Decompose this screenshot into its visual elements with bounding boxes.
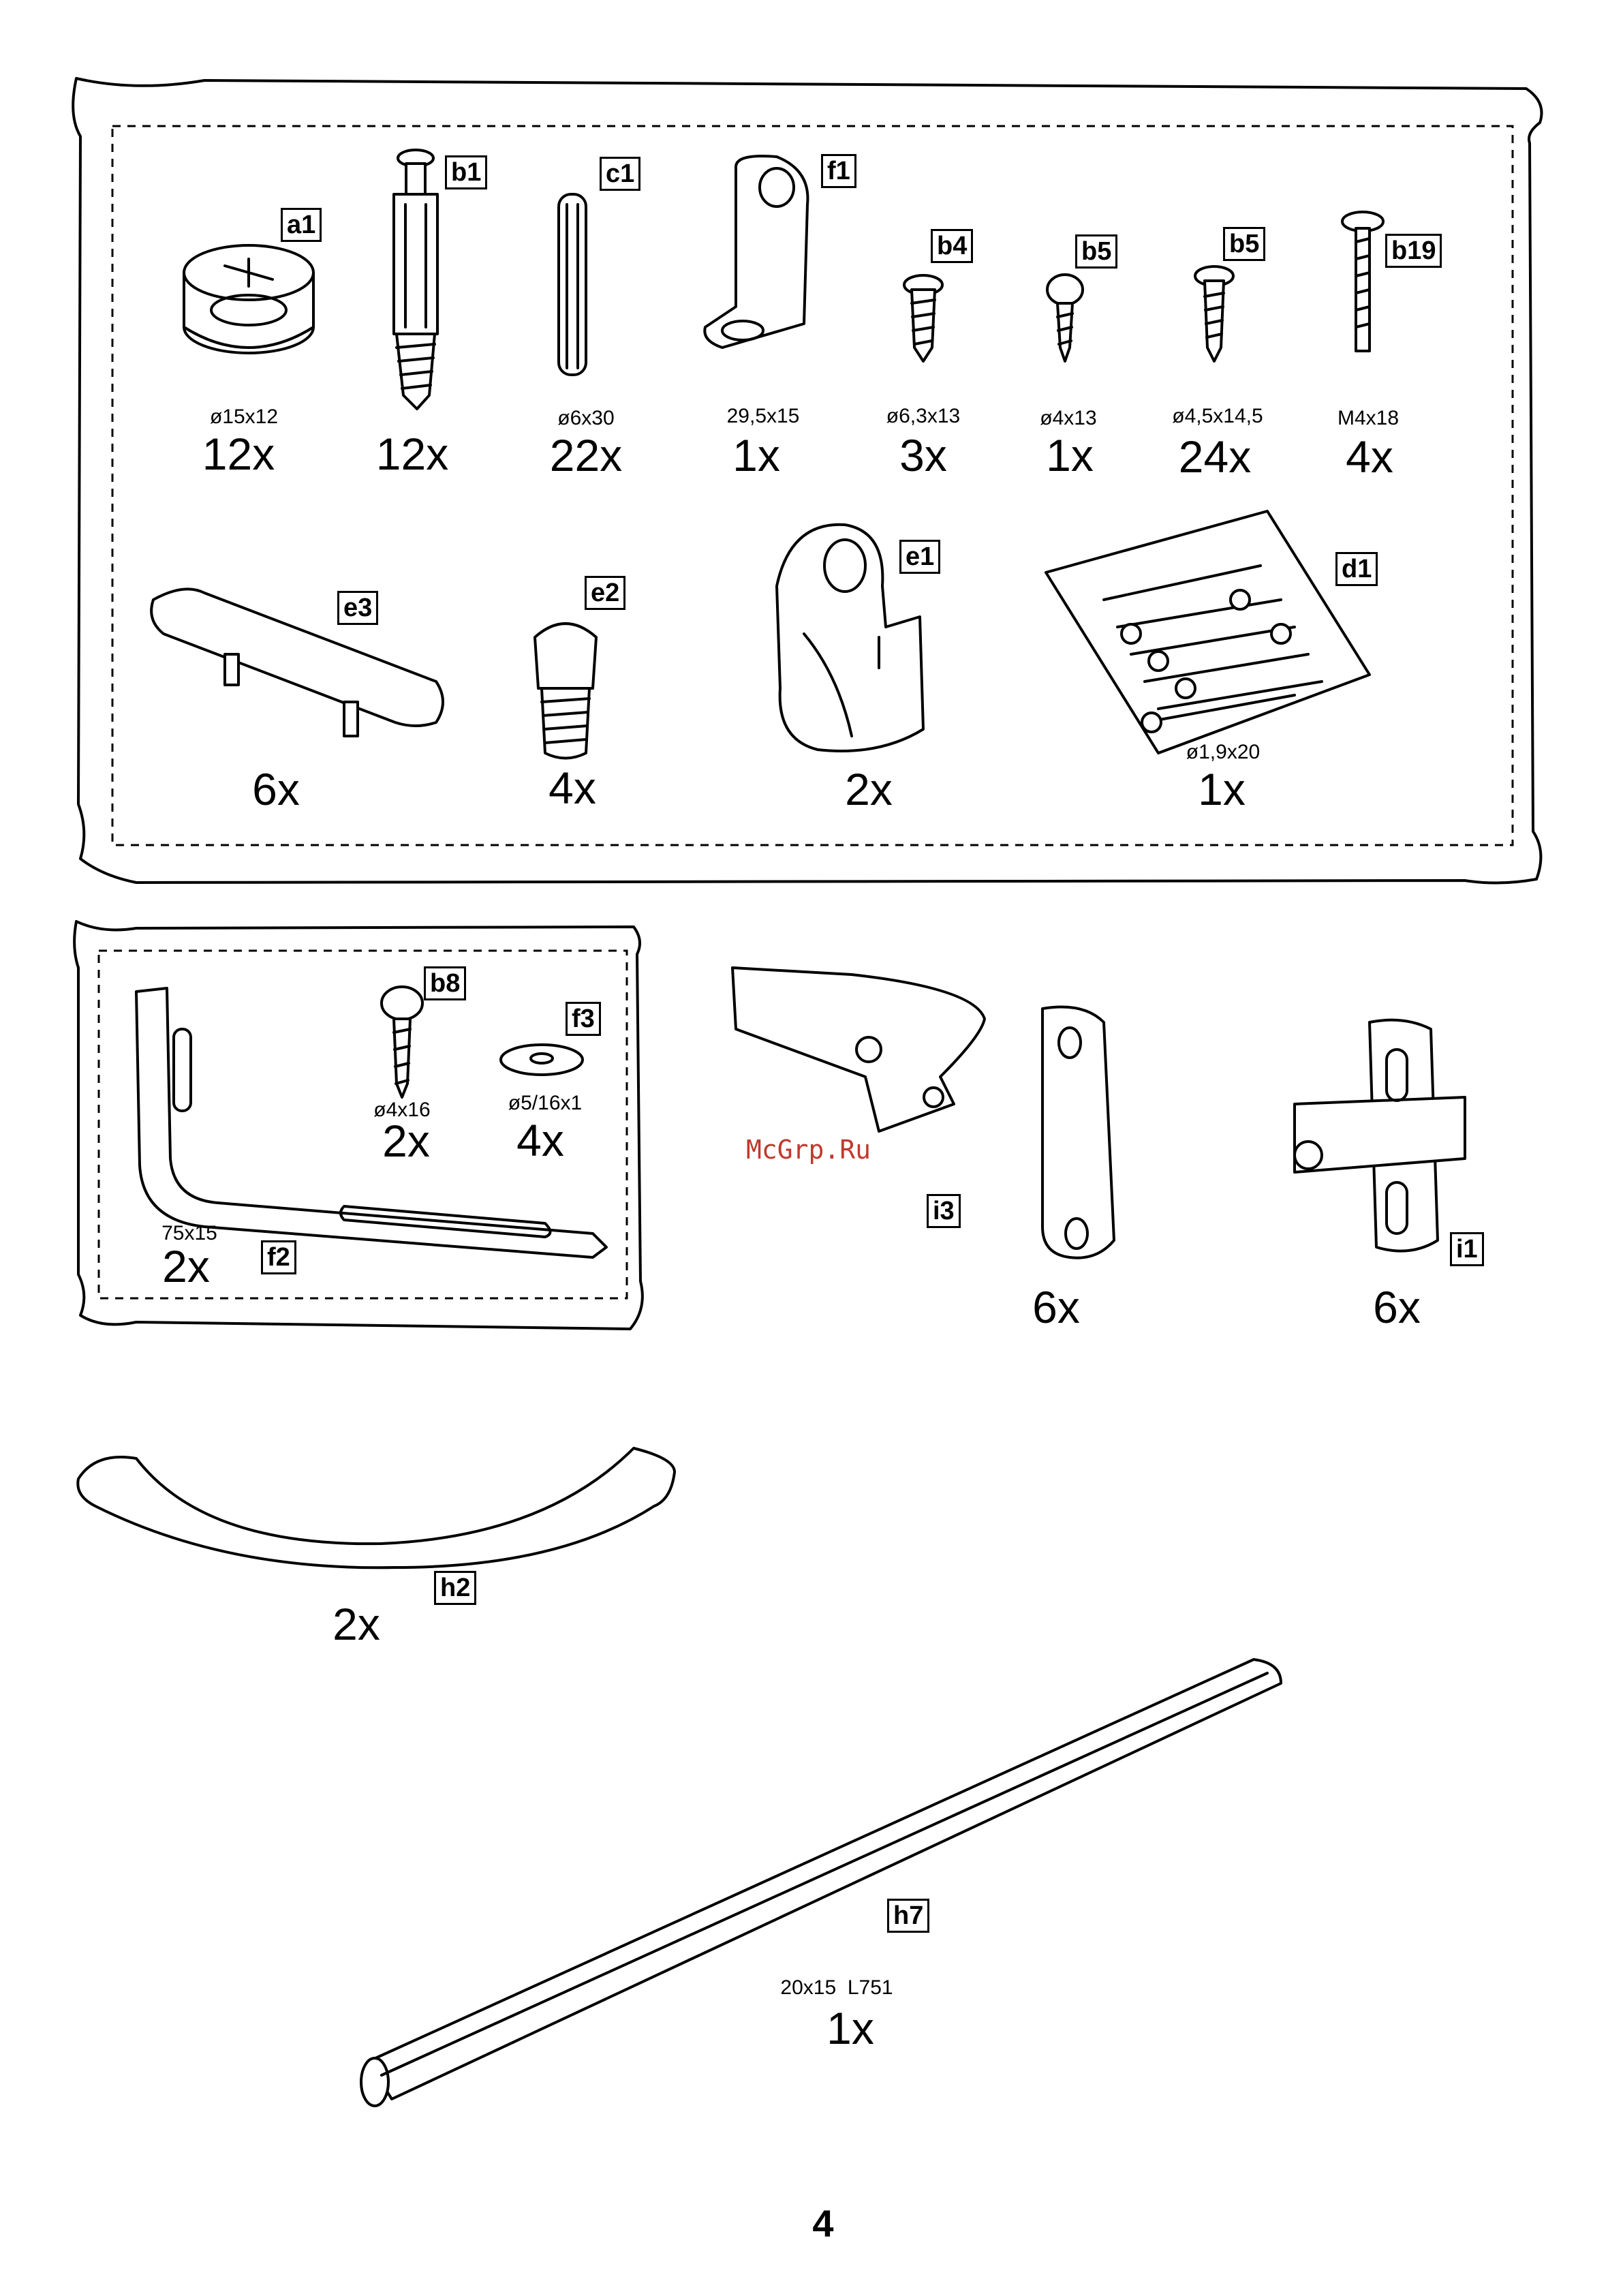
part-qty-e1: 2x bbox=[767, 763, 971, 815]
wooden-dowel-drawing bbox=[559, 194, 586, 375]
part-qty-e2: 4x bbox=[470, 762, 675, 814]
part-qty-h2: 2x bbox=[254, 1598, 459, 1650]
part-qty-f3: 4x bbox=[438, 1114, 643, 1166]
screw-b4-drawing bbox=[904, 275, 942, 361]
part-code-f1: f1 bbox=[821, 154, 856, 188]
part-dim-d1: ø1,9x20 bbox=[1121, 741, 1325, 764]
part-code-b5: b5 bbox=[1223, 227, 1265, 261]
part-code-i3: i3 bbox=[927, 1194, 961, 1228]
part-code-a1: a1 bbox=[281, 208, 322, 242]
curved-rail-drawing bbox=[78, 1448, 675, 1567]
part-code-d1: d1 bbox=[1335, 552, 1378, 586]
part-qty-h7: 1x bbox=[748, 2002, 953, 2054]
screw-b8-drawing bbox=[382, 987, 422, 1097]
part-qty-d1: 1x bbox=[1119, 763, 1324, 815]
part-code-e3: e3 bbox=[337, 591, 378, 625]
part-code-b4: b4 bbox=[931, 229, 973, 263]
part-code-f3: f3 bbox=[566, 1002, 601, 1036]
screw-b5-small-drawing bbox=[1047, 275, 1083, 361]
part-dim-f3: ø5/16x1 bbox=[443, 1092, 647, 1115]
part-code-e2: e2 bbox=[585, 576, 625, 610]
page-number: 4 bbox=[755, 2201, 891, 2246]
part-code-b19: b19 bbox=[1385, 234, 1442, 268]
part-code-b1: b1 bbox=[445, 155, 487, 189]
part-dim-h7: 20x15 L751 bbox=[735, 1976, 939, 2000]
part-qty-b19: 4x bbox=[1267, 431, 1472, 483]
part-qty-e3: 6x bbox=[174, 763, 378, 815]
hinge-drawing bbox=[732, 968, 1114, 1258]
part-dim-c1: ø6x30 bbox=[484, 407, 688, 430]
part-code-e1: e1 bbox=[899, 540, 940, 574]
part-dim-b19: M4x18 bbox=[1266, 407, 1470, 430]
cam-lock-drawing bbox=[184, 245, 313, 353]
part-qty-f2: 2x bbox=[84, 1240, 288, 1292]
shelf-support-drawing bbox=[535, 624, 596, 759]
screw-b5-drawing bbox=[1195, 266, 1233, 361]
mounting-plate-drawing bbox=[1295, 1020, 1465, 1251]
washer-drawing bbox=[501, 1045, 583, 1075]
part-code-b8: b8 bbox=[424, 966, 466, 1000]
machine-screw-drawing bbox=[1342, 212, 1383, 351]
part-qty-i1: 6x bbox=[1295, 1281, 1499, 1333]
part-code-c1: c1 bbox=[600, 157, 640, 191]
angle-bracket-drawing bbox=[705, 156, 807, 348]
part-dim-a1: ø15x12 bbox=[142, 405, 346, 429]
part-code-b5-small: b5 bbox=[1075, 234, 1117, 269]
part-code-h7: h7 bbox=[887, 1899, 929, 1933]
nails-bag-drawing bbox=[1046, 511, 1370, 753]
connector-bolt-drawing bbox=[394, 150, 437, 409]
drawer-handle-drawing bbox=[151, 589, 443, 736]
part-code-i1: i1 bbox=[1450, 1232, 1484, 1266]
watermark: McGrp.Ru bbox=[746, 1135, 871, 1165]
part-qty-i3: 6x bbox=[954, 1281, 1158, 1333]
